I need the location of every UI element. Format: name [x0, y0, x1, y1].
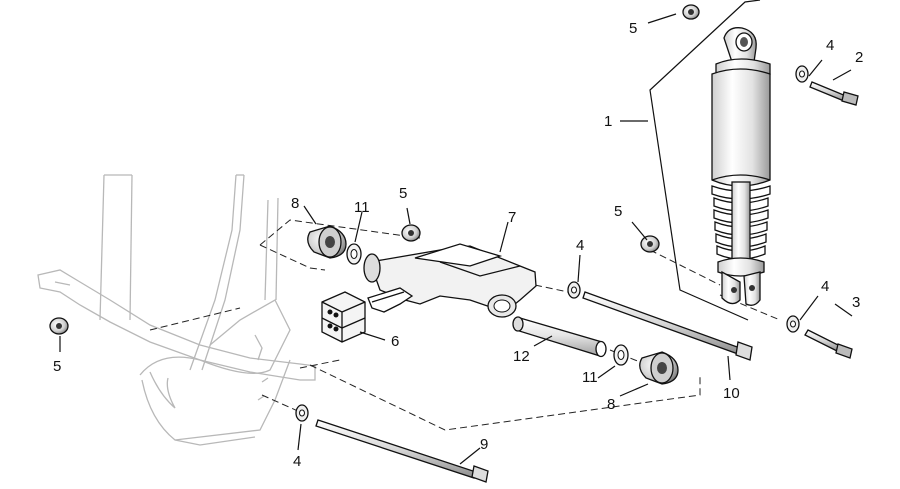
callout-5-right: 5 — [614, 203, 622, 220]
callout-3: 3 — [852, 294, 860, 311]
callout-5-middle: 5 — [399, 185, 407, 202]
callout-12: 12 — [513, 348, 530, 365]
callout-10: 10 — [723, 385, 740, 402]
large-bushings — [307, 225, 679, 385]
callout-9: 9 — [480, 436, 488, 453]
long-bolt-lower — [315, 419, 489, 483]
callout-11-right: 11 — [582, 369, 598, 386]
spacer-tube — [512, 316, 607, 358]
callout-4-middle: 4 — [576, 237, 584, 254]
flat-washers — [346, 243, 629, 366]
frame-outline — [37, 174, 316, 446]
small-bushings — [49, 4, 700, 335]
assembly-lines — [149, 219, 781, 431]
long-bolt-upper — [582, 291, 753, 361]
rubber-block — [321, 291, 366, 343]
callout-11-left: 11 — [354, 199, 370, 216]
swingarm-link — [363, 243, 537, 318]
washers — [295, 65, 809, 422]
bolt-top — [809, 81, 859, 106]
callout-5-top: 5 — [629, 20, 637, 37]
bolt-lower — [804, 329, 853, 359]
callout-5-left: 5 — [53, 358, 61, 375]
callout-7: 7 — [508, 209, 516, 226]
callout-labels: 1 2 3 4 4 4 4 5 5 5 5 6 7 8 8 9 10 11 11… — [53, 20, 863, 470]
callout-4-bottom: 4 — [293, 453, 301, 470]
callout-4-right: 4 — [821, 278, 829, 295]
leader-lines — [59, 0, 853, 465]
callout-8-left: 8 — [291, 195, 299, 212]
callout-8-right: 8 — [607, 396, 615, 413]
callout-1: 1 — [604, 113, 612, 130]
callout-6: 6 — [391, 333, 399, 350]
callout-4-top: 4 — [826, 37, 834, 54]
callout-2: 2 — [855, 49, 863, 66]
shock-absorber — [711, 27, 771, 306]
